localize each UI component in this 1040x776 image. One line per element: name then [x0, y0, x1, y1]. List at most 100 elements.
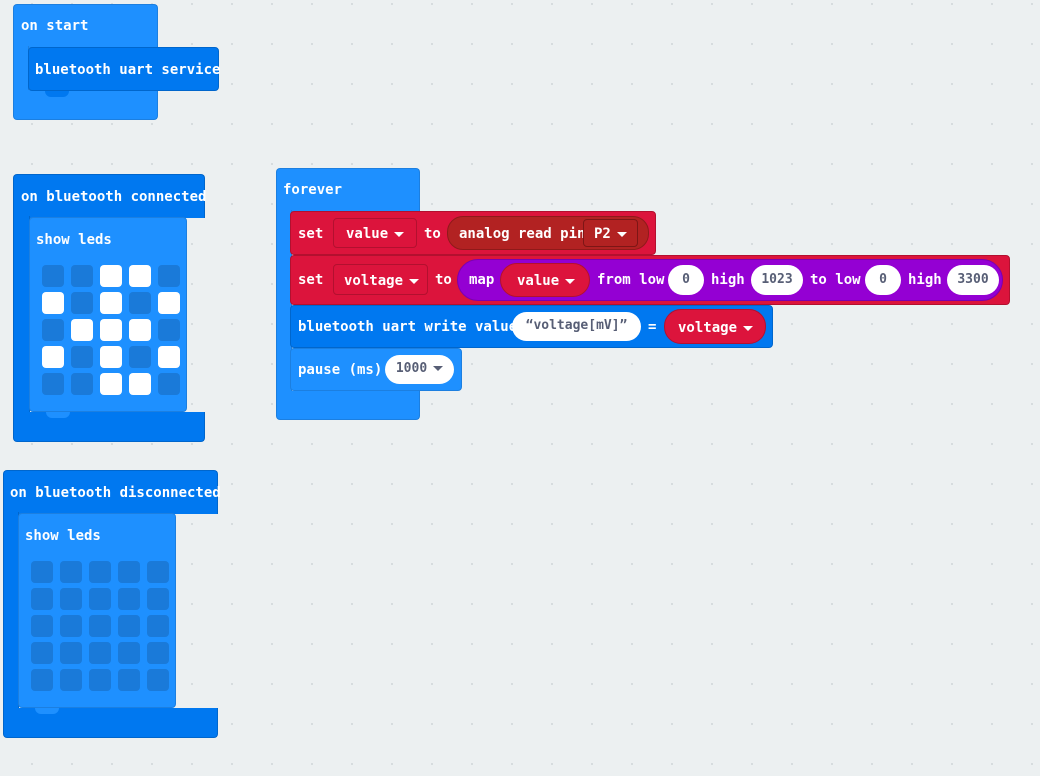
- led-cell[interactable]: [100, 319, 122, 341]
- uart-write-label: bluetooth uart write value: [298, 319, 518, 335]
- led-cell[interactable]: [60, 642, 82, 664]
- pause-value: 1000: [395, 361, 428, 376]
- dropdown-caret-icon: [433, 366, 444, 371]
- to-label: to: [435, 272, 452, 288]
- led-cell[interactable]: [71, 292, 93, 314]
- led-cell[interactable]: [31, 588, 53, 610]
- led-cell[interactable]: [147, 588, 169, 610]
- to-low-label: to low: [810, 272, 861, 288]
- led-cell[interactable]: [31, 642, 53, 664]
- forever-footer: [276, 391, 420, 420]
- led-cell[interactable]: [42, 373, 64, 395]
- led-cell[interactable]: [129, 346, 151, 368]
- bluetooth-uart-service-block[interactable]: [28, 47, 219, 91]
- string-value: voltage[mV]: [533, 318, 620, 333]
- led-cell[interactable]: [147, 642, 169, 664]
- variable-reporter-voltage[interactable]: voltage: [664, 309, 766, 344]
- dropdown-caret-icon: [743, 325, 754, 331]
- led-cell[interactable]: [71, 373, 93, 395]
- led-cell[interactable]: [118, 669, 140, 691]
- block-notch: [46, 412, 70, 418]
- variable-name: value: [346, 226, 389, 242]
- led-cell[interactable]: [118, 642, 140, 664]
- led-cell[interactable]: [42, 292, 64, 314]
- led-cell[interactable]: [118, 615, 140, 637]
- led-cell[interactable]: [147, 669, 169, 691]
- on-disconnected-label: on bluetooth disconnected: [10, 485, 221, 501]
- led-cell[interactable]: [158, 346, 180, 368]
- block-notch: [307, 391, 331, 397]
- led-cell[interactable]: [89, 588, 111, 610]
- led-cell[interactable]: [118, 588, 140, 610]
- dropdown-caret-icon: [616, 231, 627, 237]
- led-cell[interactable]: [100, 265, 122, 287]
- led-cell[interactable]: [129, 265, 151, 287]
- forever-hat[interactable]: [276, 168, 420, 212]
- led-cell[interactable]: [89, 615, 111, 637]
- led-cell[interactable]: [42, 265, 64, 287]
- led-cell[interactable]: [158, 373, 180, 395]
- to-high-input[interactable]: 3300: [947, 265, 999, 295]
- pause-label: pause (ms): [298, 362, 383, 378]
- led-cell[interactable]: [158, 292, 180, 314]
- led-cell[interactable]: [42, 319, 64, 341]
- on-connected-hat[interactable]: [13, 174, 205, 218]
- pin-dropdown[interactable]: P2: [583, 219, 638, 247]
- on-start-hat[interactable]: [13, 4, 158, 48]
- led-cell[interactable]: [71, 346, 93, 368]
- equals-label: =: [648, 319, 657, 335]
- variable-dropdown-voltage[interactable]: voltage: [333, 264, 428, 295]
- led-cell[interactable]: [118, 561, 140, 583]
- from-high-input[interactable]: 1023: [751, 265, 803, 295]
- led-cell[interactable]: [71, 265, 93, 287]
- from-low-label: from low: [597, 272, 665, 288]
- bluetooth-uart-service-label: bluetooth uart service: [35, 62, 221, 78]
- led-cell[interactable]: [158, 319, 180, 341]
- led-cell[interactable]: [42, 346, 64, 368]
- led-cell[interactable]: [60, 669, 82, 691]
- show-leds-label: show leds: [36, 232, 112, 248]
- led-cell[interactable]: [89, 669, 111, 691]
- led-cell[interactable]: [31, 615, 53, 637]
- block-notch: [45, 91, 69, 97]
- variable-reporter-value[interactable]: value: [500, 263, 590, 297]
- on-disconnected-c-arm: [3, 512, 19, 710]
- block-notch: [35, 708, 59, 714]
- led-cell[interactable]: [31, 561, 53, 583]
- variable-name: value: [517, 273, 560, 289]
- from-low-input[interactable]: 0: [668, 265, 704, 295]
- led-cell[interactable]: [89, 642, 111, 664]
- variable-name: voltage: [678, 320, 738, 336]
- on-connected-c-arm: [13, 216, 30, 414]
- to-low-input[interactable]: 0: [865, 265, 901, 295]
- led-cell[interactable]: [60, 588, 82, 610]
- to-label: to: [424, 226, 441, 242]
- led-cell[interactable]: [100, 292, 122, 314]
- led-cell[interactable]: [60, 615, 82, 637]
- high-label: high: [908, 272, 942, 288]
- on-disconnected-hat[interactable]: [3, 470, 218, 514]
- led-cell[interactable]: [147, 561, 169, 583]
- led-cell[interactable]: [158, 265, 180, 287]
- led-cell[interactable]: [129, 292, 151, 314]
- led-cell[interactable]: [31, 669, 53, 691]
- variable-name: voltage: [344, 273, 404, 289]
- led-cell[interactable]: [71, 319, 93, 341]
- led-cell[interactable]: [147, 615, 169, 637]
- led-cell[interactable]: [100, 346, 122, 368]
- set-label: set: [298, 272, 324, 288]
- led-cell[interactable]: [129, 373, 151, 395]
- string-input[interactable]: “voltage[mV]”: [512, 312, 641, 341]
- open-quote: “: [525, 318, 534, 333]
- led-cell[interactable]: [60, 561, 82, 583]
- pause-duration-dropdown[interactable]: 1000: [385, 355, 454, 384]
- on-connected-label: on bluetooth connected: [21, 189, 207, 205]
- led-cell[interactable]: [100, 373, 122, 395]
- led-cell[interactable]: [129, 319, 151, 341]
- on-connected-footer: [13, 412, 205, 442]
- led-cell[interactable]: [89, 561, 111, 583]
- map-label: map: [469, 272, 495, 288]
- close-quote: ”: [619, 318, 628, 333]
- variable-dropdown-value[interactable]: value: [333, 218, 417, 248]
